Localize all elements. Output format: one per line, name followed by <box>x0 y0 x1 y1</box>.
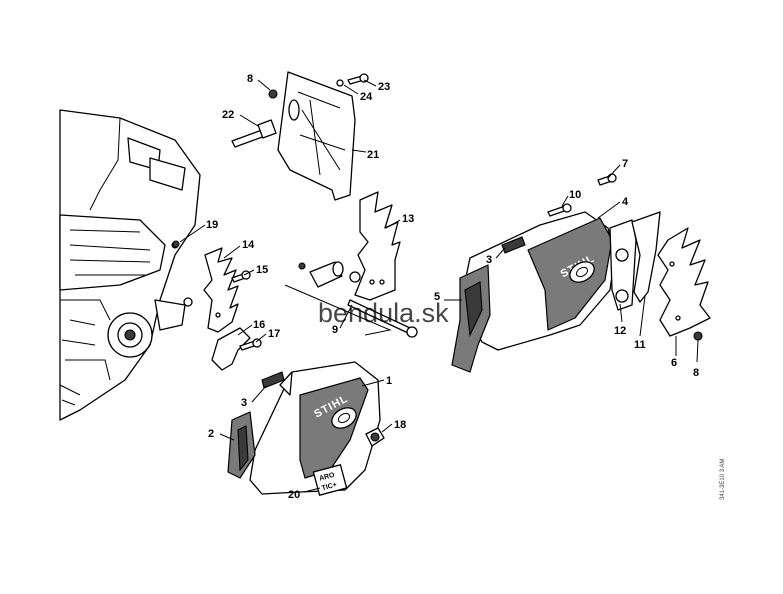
callout-23: 23 <box>378 81 390 93</box>
callout-2: 2 <box>208 428 214 440</box>
callout-6: 6 <box>671 357 677 369</box>
callout-9: 9 <box>332 324 338 336</box>
pin-22 <box>231 119 277 148</box>
screw-17 <box>239 338 262 351</box>
sprocket-cover-1: STIHL <box>249 361 381 495</box>
screw-23 <box>347 73 369 85</box>
spacer-12 <box>609 219 637 311</box>
callout-22: 22 <box>222 109 234 121</box>
sticker-line-2: TIC+ <box>321 482 338 493</box>
chain-catcher-5 <box>451 264 491 373</box>
chainsaw-body <box>59 109 201 421</box>
callout-24: 24 <box>360 91 373 103</box>
callout-7: 7 <box>622 158 628 170</box>
callout-8-right: 8 <box>693 367 699 379</box>
callout-21: 21 <box>367 149 379 161</box>
screw-10 <box>547 203 572 217</box>
callout-3-upper: 3 <box>486 254 492 266</box>
callout-16: 16 <box>253 319 265 331</box>
nut-8-right <box>693 331 703 341</box>
nut-19 <box>172 240 180 248</box>
nut-18 <box>365 427 385 447</box>
callout-17: 17 <box>268 328 280 340</box>
washer-24 <box>336 79 344 87</box>
pad-3-upper <box>501 236 526 254</box>
callout-1: 1 <box>386 375 392 387</box>
callout-3-lower: 3 <box>241 397 247 409</box>
callout-labels: 8 22 23 24 21 19 14 15 13 16 17 9 7 10 4… <box>206 73 699 501</box>
bumper-spike-6 <box>657 227 711 337</box>
chain-catcher-2 <box>227 411 256 479</box>
callout-20: 20 <box>288 489 300 501</box>
callout-11: 11 <box>634 339 646 351</box>
callout-5: 5 <box>434 291 440 303</box>
callout-15: 15 <box>256 264 268 276</box>
screw-7 <box>597 173 617 186</box>
callout-14: 14 <box>242 239 255 251</box>
callout-10: 10 <box>569 189 581 201</box>
drawing-code: 341-3E10 3 AM <box>720 459 726 500</box>
callout-12: 12 <box>614 325 626 337</box>
watermark: bendula.sk <box>318 298 449 328</box>
callout-18: 18 <box>394 419 406 431</box>
bolt-9 <box>284 284 418 338</box>
bumper-spike-13 <box>354 191 401 301</box>
callout-19: 19 <box>206 219 218 231</box>
deflector-plate-21 <box>277 71 356 201</box>
nut-8-top <box>268 89 278 99</box>
bracket-16 <box>211 327 251 371</box>
pad-3-lower <box>261 371 285 389</box>
callout-13: 13 <box>402 213 414 225</box>
spacer-sleeve <box>298 261 361 288</box>
bumper-spike-14 <box>203 247 239 333</box>
sticker-20: ARO TIC+ <box>312 464 348 496</box>
sticker-line-1: ARO <box>319 472 336 483</box>
leader-lines <box>179 79 699 493</box>
plate-11 <box>631 211 661 303</box>
callout-8-top: 8 <box>247 73 253 85</box>
callout-4: 4 <box>622 196 629 208</box>
